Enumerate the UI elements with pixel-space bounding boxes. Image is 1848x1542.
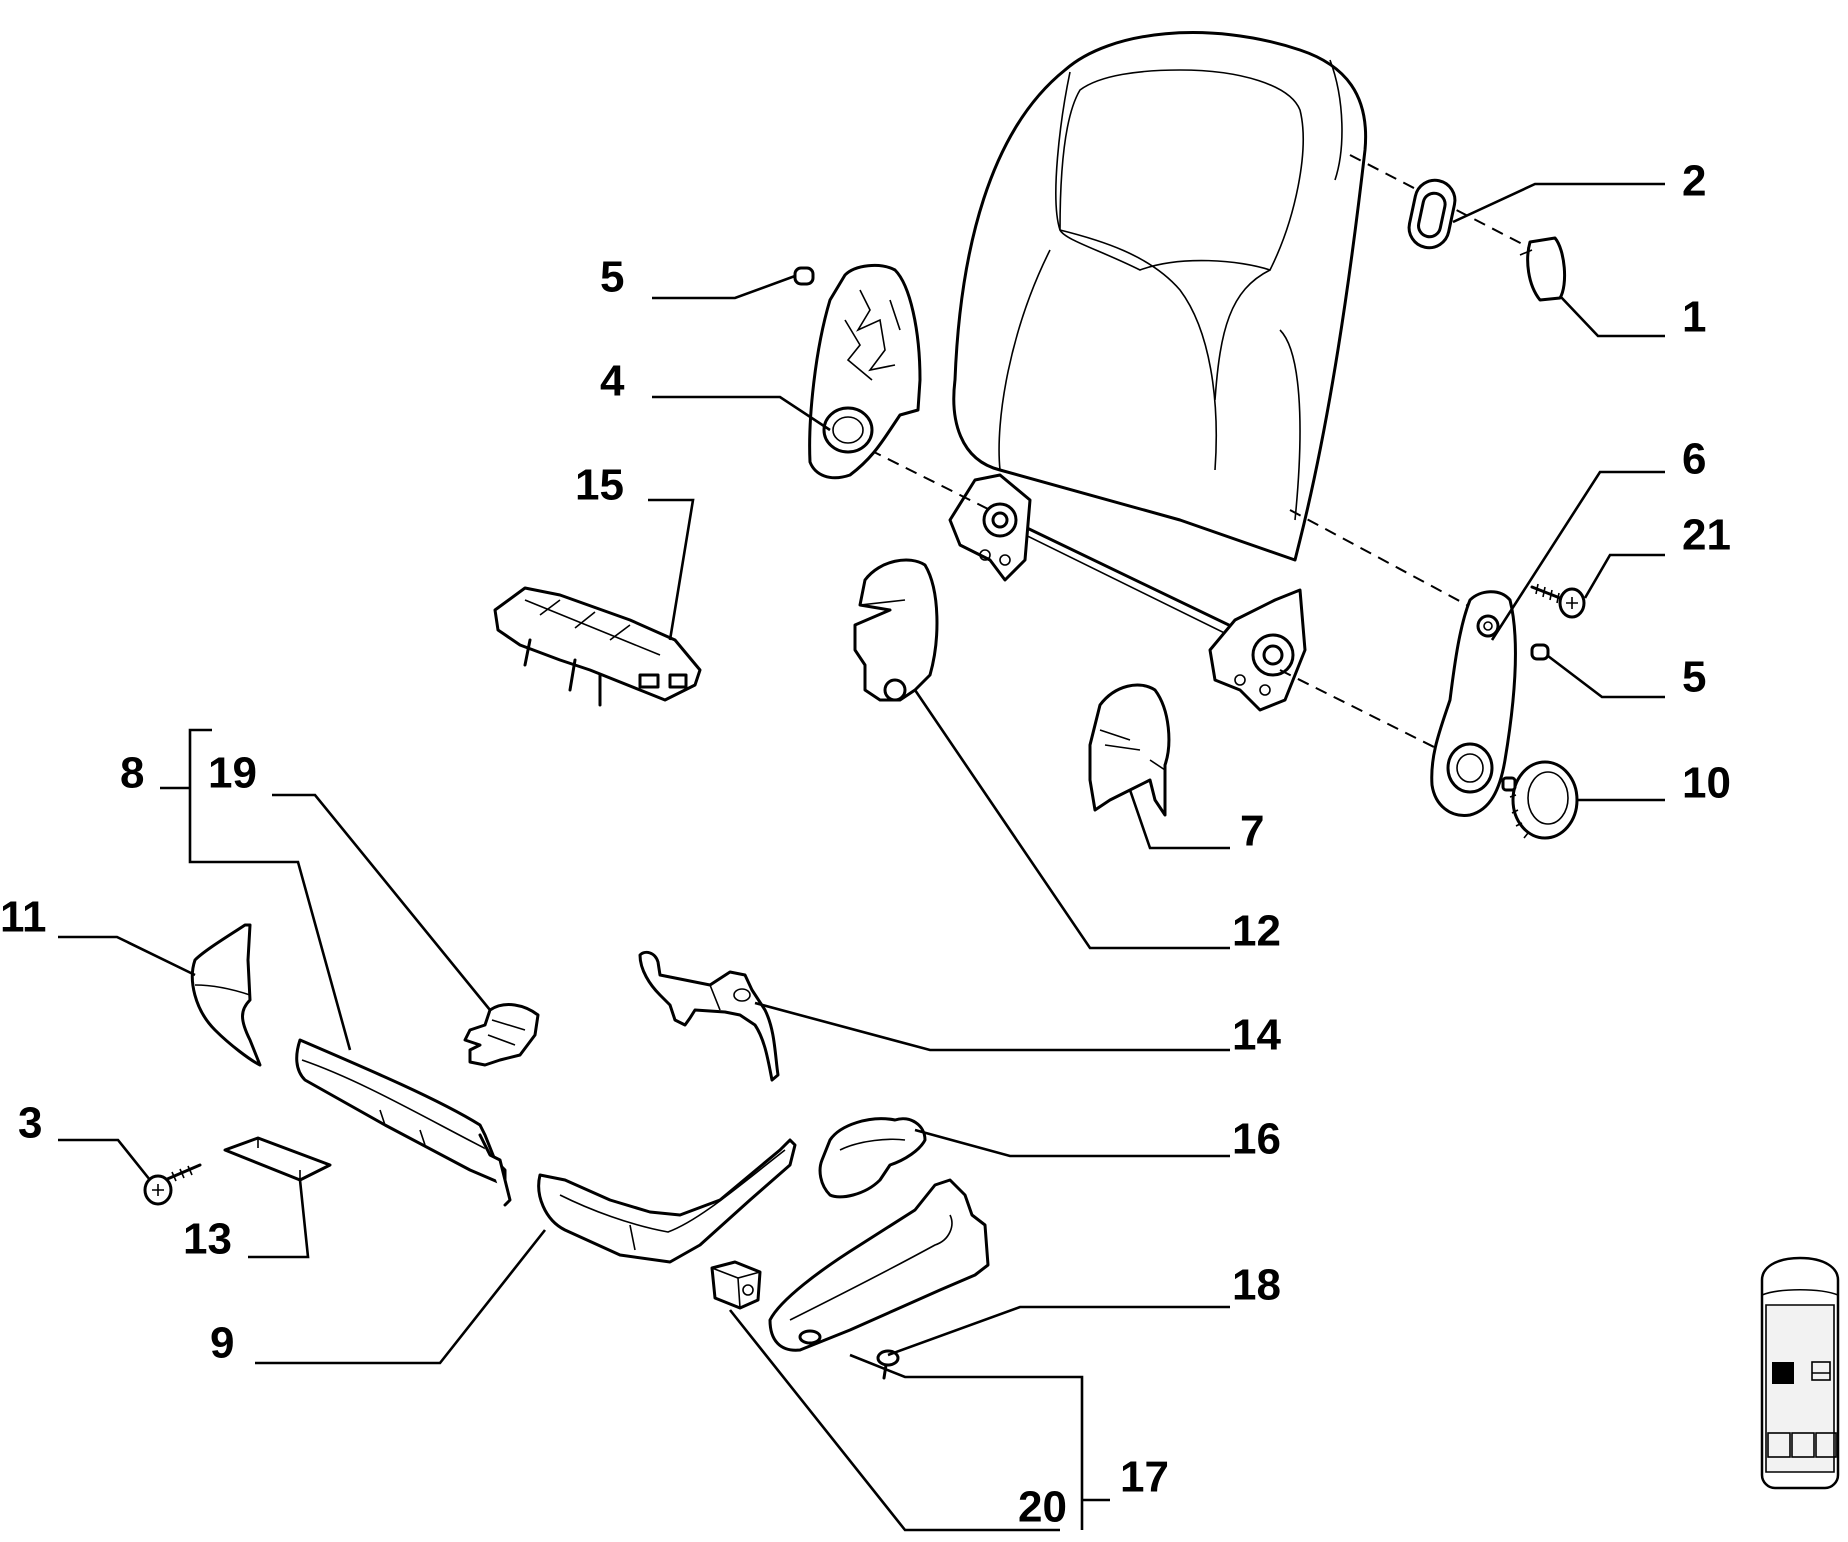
callout-11: 11 bbox=[0, 893, 47, 942]
callout-2: 2 bbox=[1682, 157, 1706, 206]
callout-12: 12 bbox=[1232, 907, 1281, 956]
seat-backrest bbox=[948, 31, 1368, 712]
callout-16: 16 bbox=[1232, 1115, 1281, 1164]
callout-labels: 2 1 5 4 15 6 21 5 10 7 12 14 16 18 17 20… bbox=[0, 157, 1731, 1532]
part-14-wire-lever bbox=[638, 950, 780, 1082]
callout-15: 15 bbox=[575, 461, 624, 510]
part-4-side-cover bbox=[808, 263, 922, 480]
callout-1: 1 bbox=[1682, 293, 1706, 342]
callout-9: 9 bbox=[210, 1319, 234, 1368]
callout-5-right: 5 bbox=[1682, 653, 1706, 702]
seat-position-indicator-icon bbox=[1760, 1256, 1840, 1490]
part-20-clip-block bbox=[710, 1260, 762, 1310]
callout-20: 20 bbox=[1018, 1483, 1067, 1532]
part-10-knob bbox=[1501, 760, 1579, 840]
part-19-clip bbox=[463, 1003, 540, 1067]
part-5-cap-right bbox=[1530, 643, 1550, 661]
part-15-mounting-bracket bbox=[493, 586, 702, 707]
callout-14: 14 bbox=[1232, 1011, 1281, 1060]
leader-lines bbox=[58, 182, 1665, 1532]
callout-18: 18 bbox=[1232, 1261, 1281, 1310]
callout-4: 4 bbox=[600, 357, 625, 406]
part-8-side-trim bbox=[295, 1038, 512, 1207]
part-5-cap-top bbox=[793, 266, 815, 286]
callout-6: 6 bbox=[1682, 435, 1706, 484]
callout-21: 21 bbox=[1682, 511, 1731, 560]
callout-7: 7 bbox=[1240, 807, 1264, 856]
callout-3: 3 bbox=[18, 1099, 42, 1148]
assembly-line bbox=[1279, 669, 1441, 751]
part-2-escutcheon-ring bbox=[1407, 178, 1457, 250]
part-12-recliner-cover bbox=[853, 558, 939, 702]
assembly-line bbox=[1289, 509, 1481, 613]
part-1-release-handle bbox=[1519, 236, 1566, 302]
part-7-lever-cover bbox=[1088, 683, 1171, 817]
part-13-pad bbox=[223, 1136, 332, 1182]
part-11-corner-trim bbox=[190, 923, 262, 1067]
part-9-front-trim bbox=[537, 1138, 797, 1264]
part-21-screw bbox=[1530, 583, 1586, 619]
callout-13: 13 bbox=[183, 1215, 232, 1264]
callout-19: 19 bbox=[208, 749, 257, 798]
callout-8: 8 bbox=[120, 749, 144, 798]
part-16-cover bbox=[818, 1117, 927, 1199]
assembly-line bbox=[869, 449, 991, 511]
callout-10: 10 bbox=[1682, 759, 1731, 808]
callout-17: 17 bbox=[1120, 1453, 1169, 1502]
callout-5-top: 5 bbox=[600, 253, 624, 302]
part-17-side-shield bbox=[768, 1178, 990, 1352]
part-3-screw bbox=[143, 1163, 202, 1206]
